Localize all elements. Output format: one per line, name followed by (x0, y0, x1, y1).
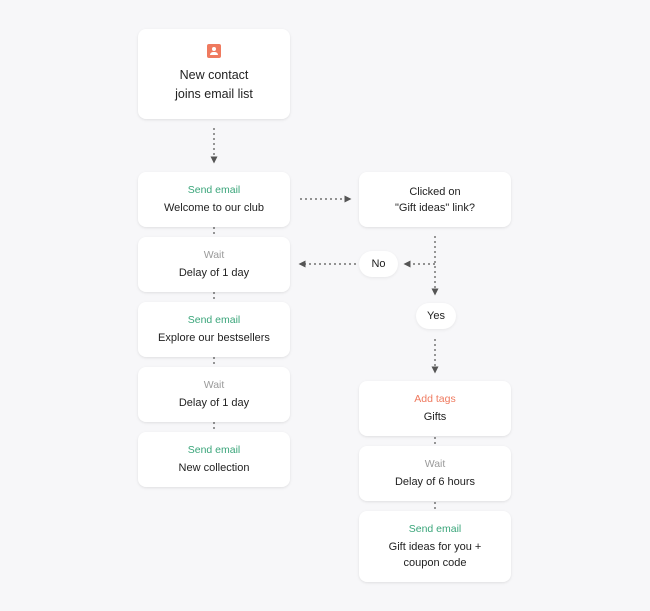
step-type-label: Wait (424, 458, 446, 470)
trigger-title-line2: joins email list (175, 87, 253, 101)
step-title-line1: Gift ideas for you + (388, 541, 482, 553)
step-title: Gifts (423, 411, 447, 423)
step-title: Delay of 1 day (178, 267, 250, 279)
step-wait-1[interactable]: Wait Delay of 1 day (138, 237, 290, 292)
step-add-tags[interactable]: Add tags Gifts (359, 381, 511, 436)
step-type-label: Send email (187, 444, 241, 456)
step-wait-6-hours[interactable]: Wait Delay of 6 hours (359, 446, 511, 501)
condition-line2: "Gift ideas" link? (395, 201, 475, 214)
step-send-email-collection[interactable]: Send email New collection (138, 432, 290, 487)
step-type-label: Add tags (414, 393, 456, 405)
step-send-email-gift-ideas[interactable]: Send email Gift ideas for you + coupon c… (359, 511, 511, 582)
step-title-line2: coupon code (403, 557, 467, 569)
step-type-label: Send email (187, 184, 241, 196)
trigger-title-line1: New contact (179, 68, 249, 82)
step-title: Welcome to our club (163, 202, 265, 214)
step-title: Explore our bestsellers (158, 332, 270, 344)
step-send-email-welcome[interactable]: Send email Welcome to our club (138, 172, 290, 227)
contact-card-icon (207, 44, 221, 58)
step-title: New collection (178, 462, 250, 474)
step-title: Delay of 6 hours (394, 476, 476, 488)
step-type-label: Wait (203, 249, 225, 261)
step-type-label: Send email (408, 523, 462, 535)
step-type-label: Send email (187, 314, 241, 326)
branch-no-pill[interactable]: No (359, 251, 398, 277)
step-send-email-bestsellers[interactable]: Send email Explore our bestsellers (138, 302, 290, 357)
condition-card[interactable]: Clicked on "Gift ideas" link? (359, 172, 511, 227)
branch-yes-pill[interactable]: Yes (416, 303, 456, 329)
trigger-card[interactable]: New contact joins email list (138, 29, 290, 119)
condition-line1: Clicked on (409, 185, 461, 198)
step-wait-2[interactable]: Wait Delay of 1 day (138, 367, 290, 422)
step-title: Delay of 1 day (178, 397, 250, 409)
step-type-label: Wait (203, 379, 225, 391)
